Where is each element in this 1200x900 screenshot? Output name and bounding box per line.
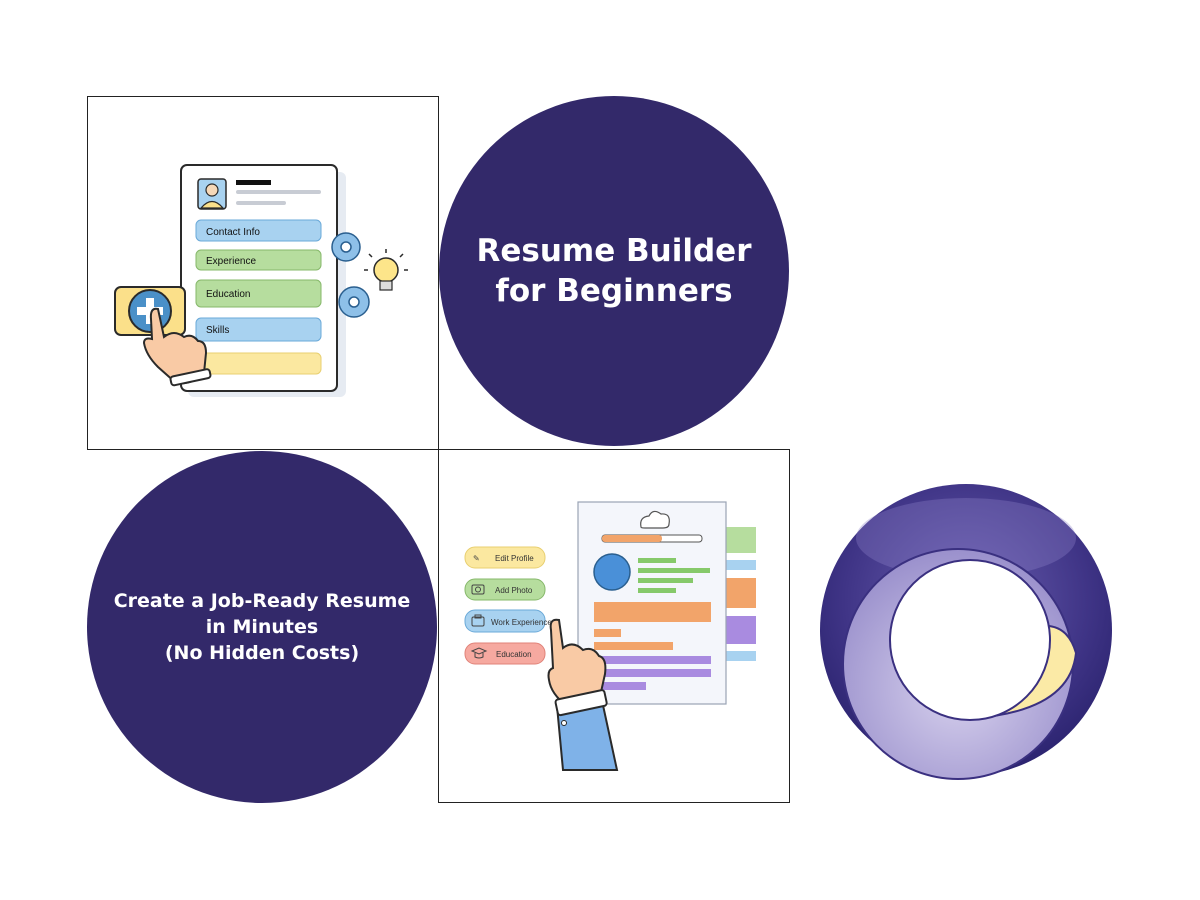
lightbulb-icon bbox=[364, 249, 408, 291]
pencil-icon: ✎ bbox=[473, 554, 480, 563]
page-title: Resume Builder for Beginners bbox=[457, 231, 772, 311]
pointing-hand-icon bbox=[547, 618, 619, 771]
graduation-cap-icon bbox=[470, 647, 488, 659]
pill-education: Education bbox=[496, 650, 532, 659]
pill-add-photo: Add Photo bbox=[495, 586, 533, 595]
add-plus-icon bbox=[114, 286, 186, 336]
app-logo bbox=[818, 478, 1114, 784]
section-education: Education bbox=[206, 289, 250, 300]
briefcase-icon bbox=[471, 614, 485, 627]
pill-work-experience: Work Experience bbox=[491, 618, 552, 627]
camera-icon bbox=[471, 584, 485, 595]
title-circle: Resume Builder for Beginners bbox=[439, 96, 789, 446]
photo-placeholder bbox=[593, 553, 631, 591]
title-line-2: for Beginners bbox=[495, 273, 733, 309]
section-contact-info: Contact Info bbox=[206, 227, 260, 238]
resume-editor-illustration: ✎ Edit Profile Add Photo Work Experience… bbox=[438, 449, 790, 803]
subtitle-line-3: (No Hidden Costs) bbox=[164, 642, 360, 664]
pointing-hand-icon bbox=[142, 307, 212, 387]
section-experience: Experience bbox=[206, 256, 256, 267]
gear-icon bbox=[331, 232, 370, 318]
subtitle-line-1: Create a Job-Ready Resume bbox=[113, 590, 411, 612]
subtitle-text: Create a Job-Ready Resume in Minutes (No… bbox=[108, 588, 417, 666]
title-line-1: Resume Builder bbox=[476, 233, 752, 269]
resume-editor-graphic: ✎ Edit Profile Add Photo Work Experience… bbox=[464, 501, 756, 771]
section-skills: Skills bbox=[206, 325, 229, 336]
cloud-icon bbox=[640, 510, 670, 529]
subtitle-circle: Create a Job-Ready Resume in Minutes (No… bbox=[87, 451, 437, 803]
pill-edit-profile: Edit Profile bbox=[495, 554, 534, 563]
moon-logo-icon bbox=[820, 484, 1112, 780]
resume-form-graphic: Contact Info Experience Education Skills bbox=[114, 164, 408, 397]
subtitle-line-2: in Minutes bbox=[205, 616, 319, 638]
profile-avatar-icon bbox=[197, 178, 227, 210]
resume-form-illustration: Contact Info Experience Education Skills bbox=[87, 96, 439, 450]
